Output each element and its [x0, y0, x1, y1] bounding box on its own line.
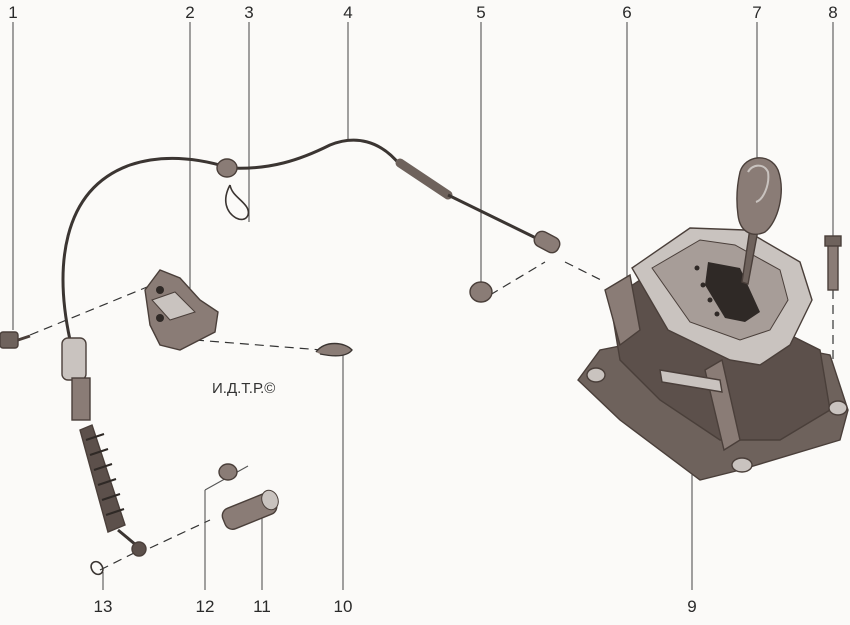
selector-housing — [577, 157, 849, 481]
callout-6: 6 — [622, 3, 631, 22]
callout-8: 8 — [828, 3, 837, 22]
callout-4: 4 — [343, 3, 352, 22]
pivot-bushing — [221, 489, 279, 530]
selector-lever — [659, 369, 723, 393]
callout-3: 3 — [244, 3, 253, 22]
callout-13: 13 — [94, 597, 113, 616]
nut — [469, 281, 493, 303]
callout-1: 1 — [8, 3, 17, 22]
cable-eye-end — [533, 230, 561, 254]
callout-10: 10 — [334, 597, 353, 616]
cable-boot — [79, 424, 126, 533]
callout-5: 5 — [476, 3, 485, 22]
shift-cable — [61, 138, 561, 557]
retaining-clip — [224, 184, 250, 221]
housing-bolt — [824, 235, 842, 291]
small-nut — [218, 463, 238, 481]
cable-bracket — [144, 269, 219, 351]
callout-2: 2 — [185, 3, 194, 22]
spring-clip — [315, 342, 353, 357]
mounting-bolt — [0, 331, 31, 349]
cable-sleeve — [61, 337, 87, 381]
callout-numbers: 1 2 3 4 5 6 7 8 9 10 11 12 13 — [8, 3, 837, 616]
cable-ball-end — [131, 541, 147, 557]
callout-11: 11 — [253, 597, 271, 616]
assembly-lines — [29, 261, 834, 571]
callout-9: 9 — [687, 597, 696, 616]
callout-7: 7 — [752, 3, 761, 22]
callout-12: 12 — [196, 597, 215, 616]
lock-washer — [90, 560, 104, 576]
shift-knob — [736, 157, 782, 235]
cable-grommet — [216, 158, 238, 178]
watermark: И.Д.Т.Р.© — [212, 380, 275, 397]
